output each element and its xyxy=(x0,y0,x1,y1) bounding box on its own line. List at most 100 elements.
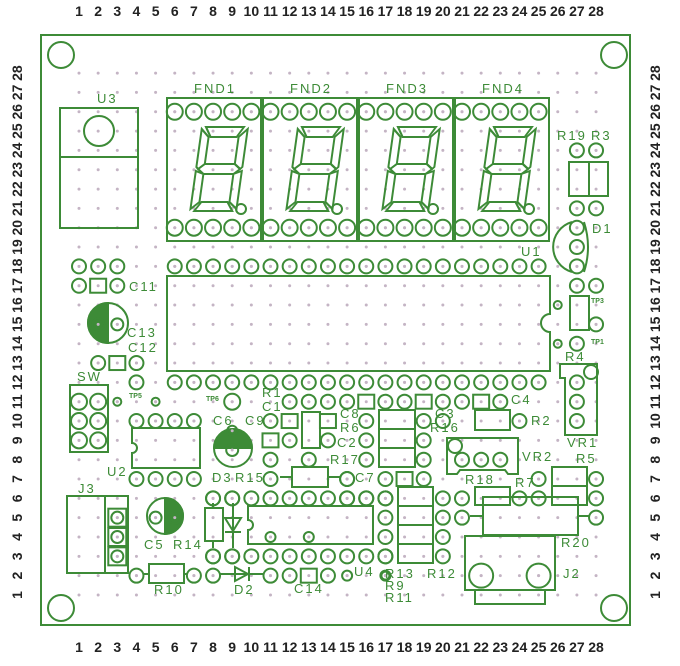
pad xyxy=(280,218,299,237)
pad xyxy=(300,374,317,391)
grid-dot xyxy=(269,303,272,307)
pad xyxy=(70,431,88,450)
u4-body xyxy=(247,505,374,545)
grid-dot xyxy=(517,574,521,578)
pad-hole xyxy=(154,477,158,481)
grid-dot xyxy=(269,400,272,404)
pad-hole xyxy=(422,226,426,230)
column-label: 8 xyxy=(209,639,217,655)
r15-body xyxy=(291,466,329,488)
grid-dot xyxy=(556,400,560,404)
pad-hole xyxy=(479,574,483,578)
pad-hole xyxy=(288,380,292,384)
grid-dot xyxy=(192,342,196,346)
grid-dot xyxy=(249,129,253,133)
pad-hole xyxy=(364,110,368,114)
grid-dot xyxy=(211,206,215,210)
row-label: 4 xyxy=(647,533,663,541)
grid-dot xyxy=(115,361,119,365)
grid-dot xyxy=(556,284,560,288)
grid-dot xyxy=(115,593,119,597)
grid-dot xyxy=(134,438,138,442)
pad xyxy=(166,374,183,391)
column-label: 20 xyxy=(435,639,451,655)
c6-polarity xyxy=(212,428,254,449)
column-label: 1 xyxy=(75,639,83,655)
pad-hole xyxy=(460,496,464,500)
pad-hole xyxy=(211,554,215,558)
grid-dot xyxy=(96,535,100,539)
grid-dot xyxy=(403,245,407,249)
grid-dot xyxy=(249,361,253,365)
pad-hole xyxy=(383,400,387,404)
grid-dot xyxy=(575,303,579,307)
grid-dot xyxy=(211,90,215,94)
pad-hole xyxy=(345,554,349,558)
pad xyxy=(204,102,223,121)
vr1-marker xyxy=(583,364,599,380)
grid-dot xyxy=(479,361,483,365)
label-r10: R10 xyxy=(154,582,184,597)
grid-dot xyxy=(134,535,138,539)
segment xyxy=(425,126,442,171)
pad xyxy=(185,471,202,488)
grid-dot xyxy=(77,380,81,384)
grid-dot xyxy=(345,187,349,191)
grid-dot xyxy=(173,71,177,75)
grid-dot xyxy=(441,322,445,326)
grid-dot xyxy=(115,419,119,423)
grid-dot xyxy=(326,303,330,307)
pad xyxy=(166,471,183,488)
row-label: 9 xyxy=(647,436,663,444)
pad-hole xyxy=(537,264,541,268)
label-u4: U4 xyxy=(354,564,375,579)
grid-dot xyxy=(498,477,502,481)
pad xyxy=(185,413,202,430)
pad-hole xyxy=(575,342,579,346)
column-label: 3 xyxy=(113,639,121,655)
grid-dot xyxy=(575,593,579,597)
pad xyxy=(223,392,242,411)
grid-dot xyxy=(479,496,483,500)
pad xyxy=(89,431,108,450)
grid-dot xyxy=(575,110,579,114)
pad xyxy=(492,374,509,391)
segment xyxy=(480,201,522,212)
pad xyxy=(454,509,470,526)
pad-hole xyxy=(288,496,292,500)
pad-hole xyxy=(383,477,387,481)
grid-dot xyxy=(345,90,349,94)
grid-dot xyxy=(364,361,368,365)
label-c6: C6 xyxy=(213,413,234,428)
grid-dot xyxy=(192,129,196,133)
grid-dot xyxy=(460,322,464,326)
column-label: 11 xyxy=(263,3,278,19)
label-c4: C4 xyxy=(511,392,532,407)
resistor-body xyxy=(397,524,434,545)
grid-dot xyxy=(403,419,407,423)
row-label: 22 xyxy=(9,181,25,197)
pad xyxy=(568,219,585,236)
row-label: 19 xyxy=(9,239,25,255)
pad xyxy=(434,374,451,391)
row-label: 18 xyxy=(647,258,663,274)
grid-dot xyxy=(537,400,541,404)
pad-hole xyxy=(288,226,292,230)
pad-hole xyxy=(575,380,579,384)
column-label: 27 xyxy=(569,3,585,19)
grid-dot xyxy=(345,342,349,346)
grid-dot xyxy=(77,110,81,114)
pad-hole xyxy=(364,458,368,462)
row-label: 6 xyxy=(9,494,25,502)
pad-hole xyxy=(441,110,445,114)
grid-dot xyxy=(96,477,100,481)
pad-hole xyxy=(575,148,579,152)
grid-dot xyxy=(249,148,253,152)
grid-dot xyxy=(422,245,426,249)
u3-body xyxy=(59,107,139,229)
row-label: 28 xyxy=(9,65,25,81)
grid-dot xyxy=(154,322,158,326)
column-label: 5 xyxy=(152,3,160,19)
grid-dot xyxy=(422,496,426,500)
grid-dot xyxy=(498,303,502,307)
